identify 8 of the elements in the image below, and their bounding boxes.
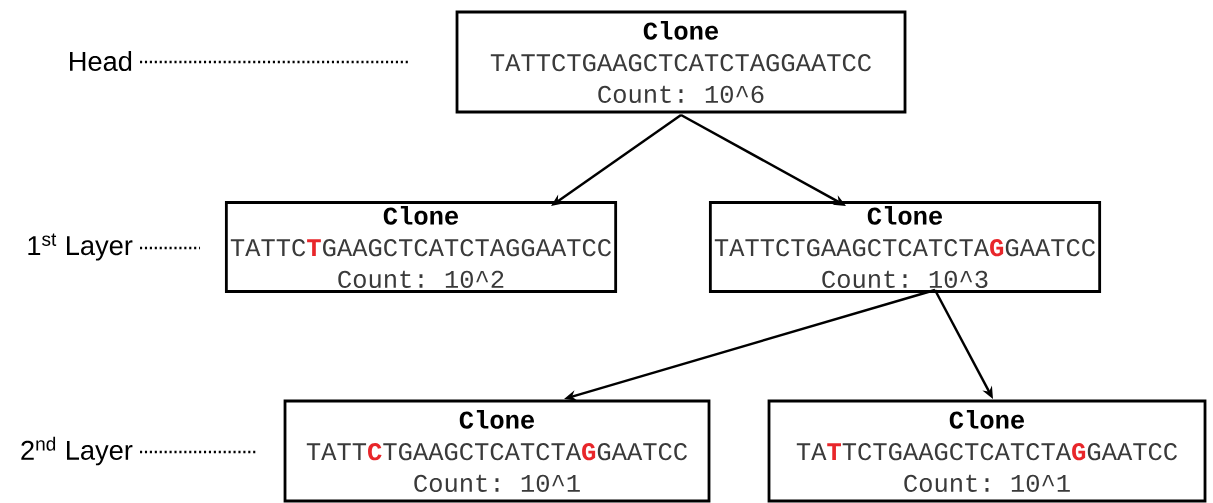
layer-label: Head xyxy=(70,51,132,71)
layer-label: 1$^{st}$ Layer xyxy=(28,233,133,261)
layer-label: 2$^{nd}$ Layer xyxy=(21,436,133,466)
clone-box: Clone TATTCTGAAGCTCATCTAGGAATCC Count: 10^1 xyxy=(767,399,1207,503)
clone-box: Clone TATTCTGAAGCTCATCTAGGAATCC Count: 10^6 xyxy=(455,10,907,114)
clone-box: Clone TATTCTGAAGCTCATCTAGGAATCC Count: 10^3 xyxy=(708,201,1102,293)
clone-box: Clone TATTCTGAAGCTCATCTAGGAATCC Count: 10^1 xyxy=(283,399,711,503)
clone-box: Clone TATTCTGAAGCTCATCTAGGAATCC Count: 10^2 xyxy=(224,201,618,293)
